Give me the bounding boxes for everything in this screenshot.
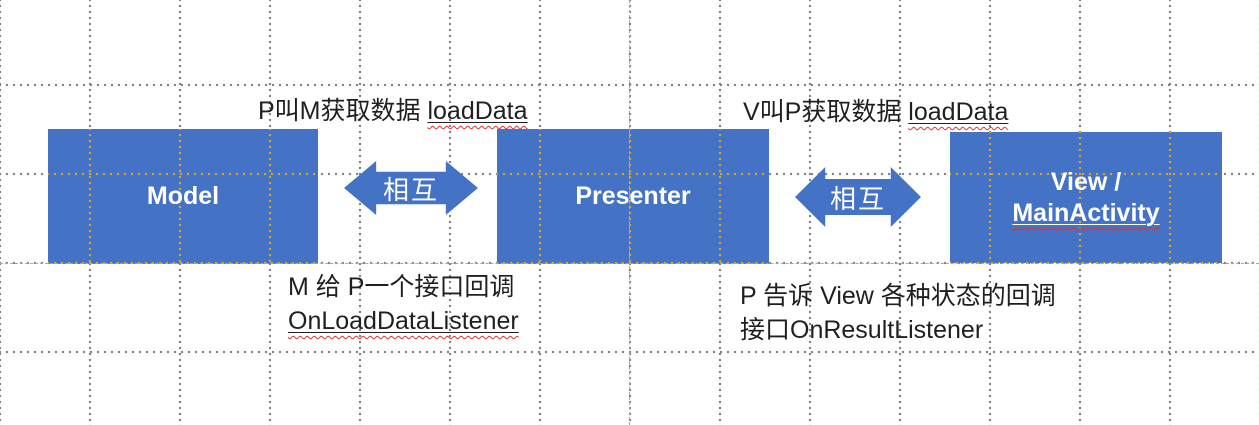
underlined-token: MainActivity (1012, 198, 1160, 227)
view-box-label-line2: MainActivity (1012, 198, 1159, 229)
annotation-line2: OnLoadDataListener (288, 304, 519, 338)
underlined-token: loadData (427, 97, 528, 125)
annotation-line2: 接口OnResultListener (740, 316, 984, 344)
presenter-box[interactable]: Presenter (497, 129, 769, 264)
horizontal-guide (0, 263, 1259, 264)
underlined-token: OnLoadDataListener (288, 307, 519, 335)
mutual-arrow-presenter-view[interactable]: 相互 (795, 167, 921, 227)
underlined-token: loadData (908, 98, 1009, 126)
double-arrow-icon (344, 161, 478, 215)
view-box[interactable]: View / MainActivity (950, 132, 1222, 263)
spellcheck-squiggle: OnLoadDataListener (288, 307, 519, 335)
annotation-line1: P 告诉 View 各种状态的回调 (740, 282, 1056, 310)
mutual-arrow-model-presenter[interactable]: 相互 (344, 161, 478, 215)
spellcheck-squiggle: loadData (427, 97, 527, 125)
annotation-text: V叫P获取数据 (743, 98, 909, 126)
presenter-box-label: Presenter (575, 182, 691, 210)
spellcheck-squiggle: MainActivity (1012, 199, 1159, 227)
annotation-m-callback[interactable]: M 给 P一个接口回调 OnLoadDataListener (288, 270, 519, 338)
vertical-center-guide (629, 0, 630, 425)
annotation-line1: M 给 P一个接口回调 (288, 273, 515, 301)
annotation-text: P叫M获取数据 (258, 97, 428, 125)
model-box-label: Model (146, 182, 220, 210)
model-box[interactable]: Model (48, 129, 318, 264)
annotation-v-calls-p[interactable]: V叫P获取数据 loadData (743, 92, 1008, 128)
arrow-label: 相互 (829, 183, 886, 214)
annotation-p-calls-m[interactable]: P叫M获取数据 loadData (258, 91, 528, 127)
annotation-p-tells-view[interactable]: P 告诉 View 各种状态的回调 接口OnResultListener (740, 279, 1056, 347)
view-box-label-line1: View / (1050, 167, 1122, 196)
double-arrow-icon (795, 167, 921, 227)
arrow-label: 相互 (382, 174, 439, 205)
spellcheck-squiggle: loadData (908, 98, 1008, 126)
